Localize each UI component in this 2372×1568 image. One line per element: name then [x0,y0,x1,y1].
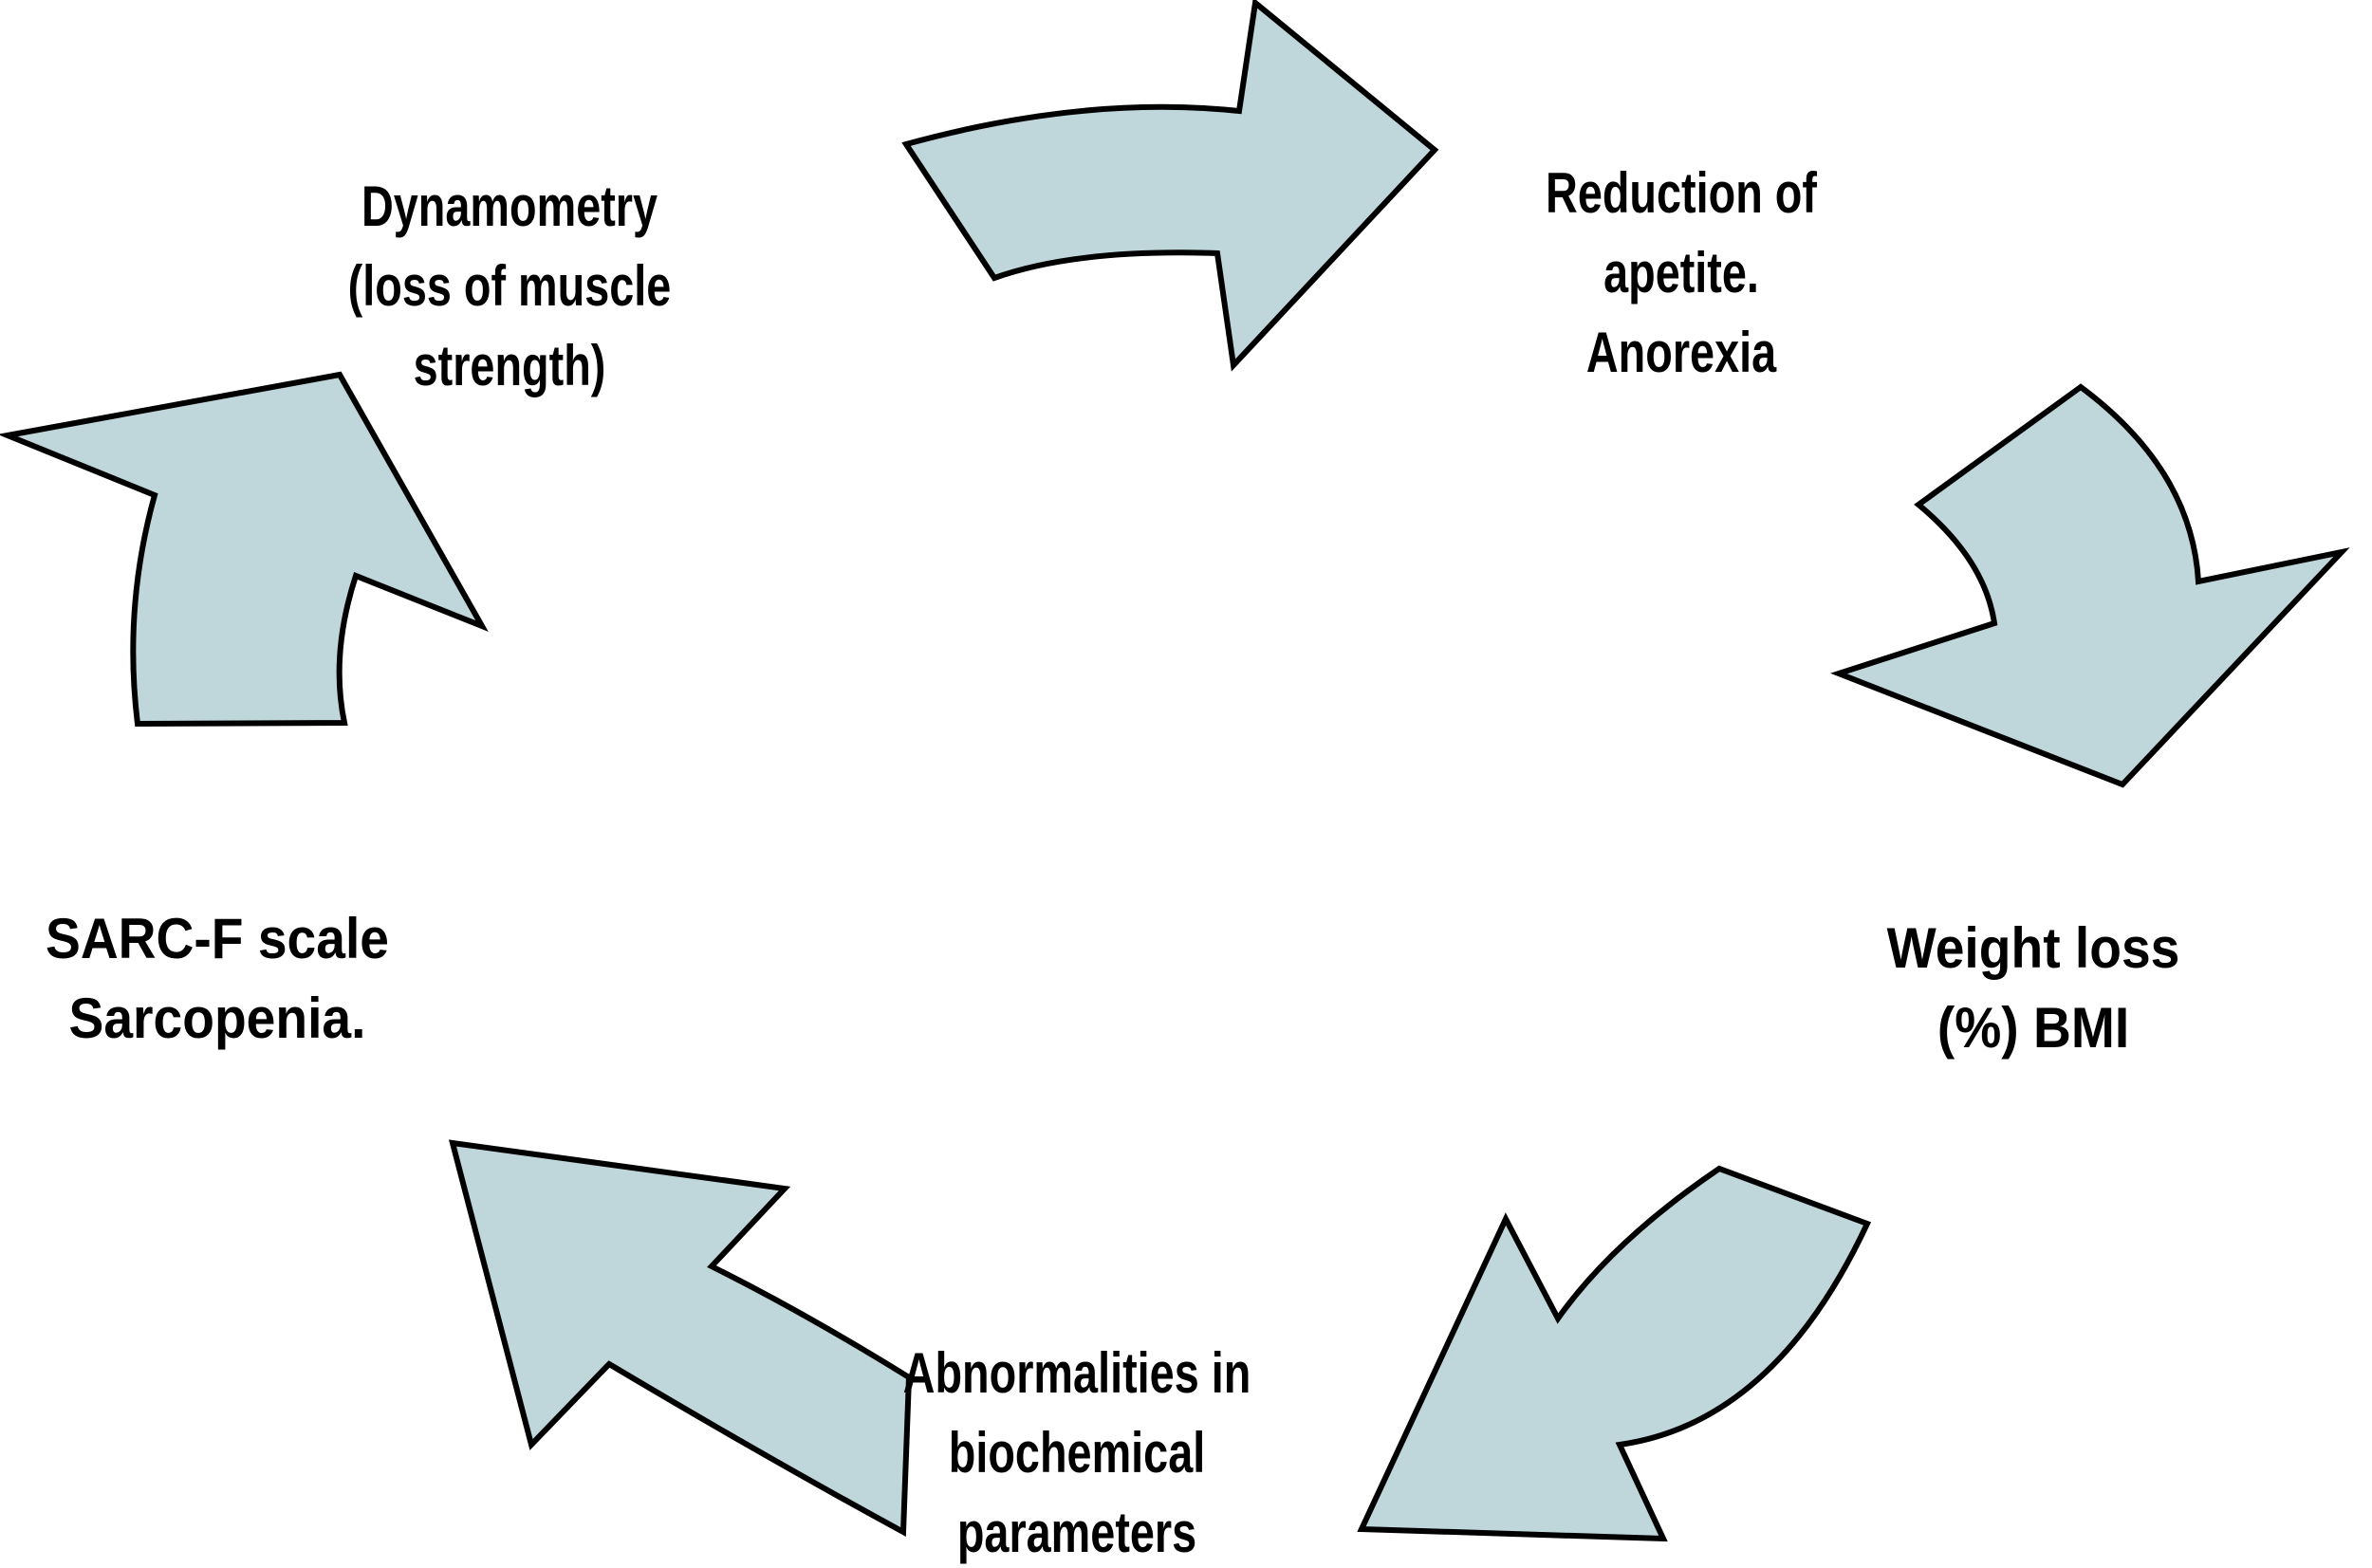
label-abnormalities: Abnormalities in biochemical parameters [855,1334,1299,1568]
label-dynamometry: Dynamometry (loss of muscle strength) [287,167,732,406]
label-line: Anorexia [1585,321,1777,384]
label-line: Reduction of [1546,161,1817,225]
label-line: (loss of muscle [347,254,672,318]
curved-arrow-bottom-left-icon [448,1139,913,1537]
label-line: (%) BMI [1937,996,2130,1060]
label-line: Sarcopenia. [68,987,366,1050]
curved-arrow-right-icon [1830,383,2350,788]
label-line: strength) [413,334,606,397]
label-line: Weight loss [1886,916,2180,980]
label-line: parameters [956,1501,1197,1564]
label-line: Dynamometry [361,175,658,238]
curved-arrow-left-icon [0,371,489,728]
label-line: apetite. [1603,241,1759,304]
label-reduction-apetite: Reduction of apetite. Anorexia [1459,154,1903,393]
label-line: biochemical [948,1421,1206,1485]
label-weight-loss: Weight loss (%) BMI [1832,909,2233,1068]
curved-arrow-top-icon [901,0,1439,372]
label-sarcf-sarcopenia: SARC-F scale Sarcopenia. [16,899,417,1059]
label-line: SARC-F scale [46,907,389,970]
label-line: Abnormalities in [902,1341,1251,1405]
curved-arrow-bottom-right-icon [1357,1165,1872,1542]
